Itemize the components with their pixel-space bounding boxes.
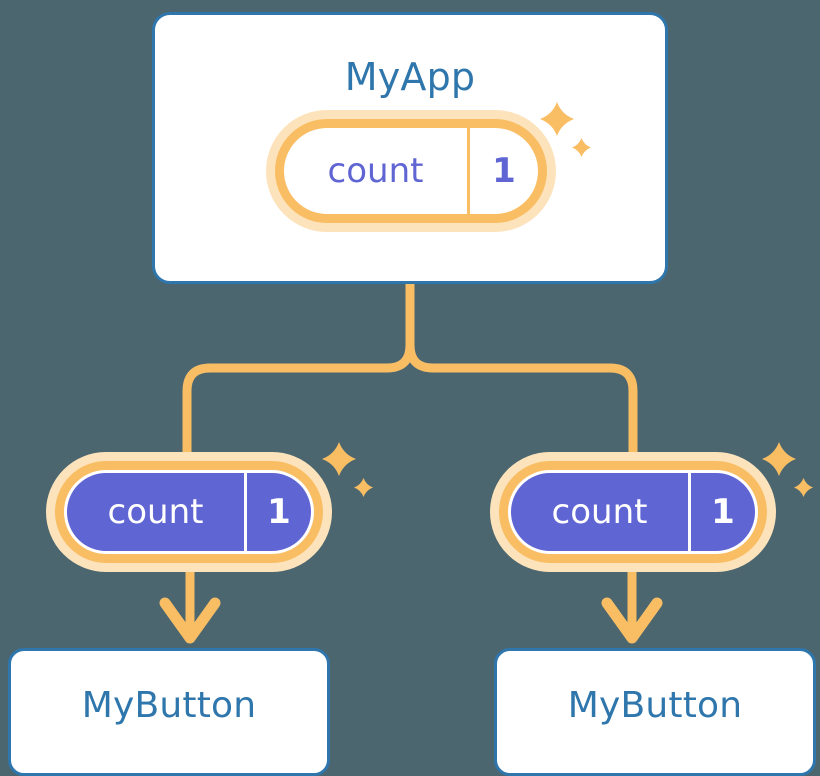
state-pill-key: count [284, 128, 470, 214]
sparkle-large-icon [322, 442, 356, 480]
state-pill-mybutton-right-count[interactable]: count 1 [490, 452, 776, 572]
component-card-mybutton-right[interactable]: MyButton [494, 648, 816, 776]
sparkle-small-icon [354, 478, 373, 501]
state-pill-body: count 1 [64, 470, 314, 554]
state-pill-key: count [67, 473, 247, 551]
connector-root-to-branch-split [182, 279, 638, 457]
arrowhead-left [159, 597, 221, 644]
state-pill-value: 1 [711, 492, 735, 532]
sparkle-pill-left-sparkle-icon [322, 442, 381, 501]
state-pill-body: count 1 [508, 470, 758, 554]
component-card-title: MyButton [81, 685, 257, 726]
state-pill-mybutton-left-count[interactable]: count 1 [46, 452, 332, 572]
state-pill-body: count 1 [284, 128, 538, 214]
state-pill-myapp-count[interactable]: count 1 [266, 110, 556, 232]
component-card-mybutton-left[interactable]: MyButton [8, 648, 330, 776]
sparkle-small-icon [794, 478, 813, 501]
page-title: MyApp [344, 55, 476, 99]
component-card-title: MyButton [567, 685, 743, 726]
state-pill-key: count [511, 473, 691, 551]
arrowhead-right [601, 597, 663, 644]
sparkle-large-icon [762, 442, 796, 480]
state-pill-value: 1 [267, 492, 291, 532]
state-pill-value: 1 [492, 151, 516, 191]
